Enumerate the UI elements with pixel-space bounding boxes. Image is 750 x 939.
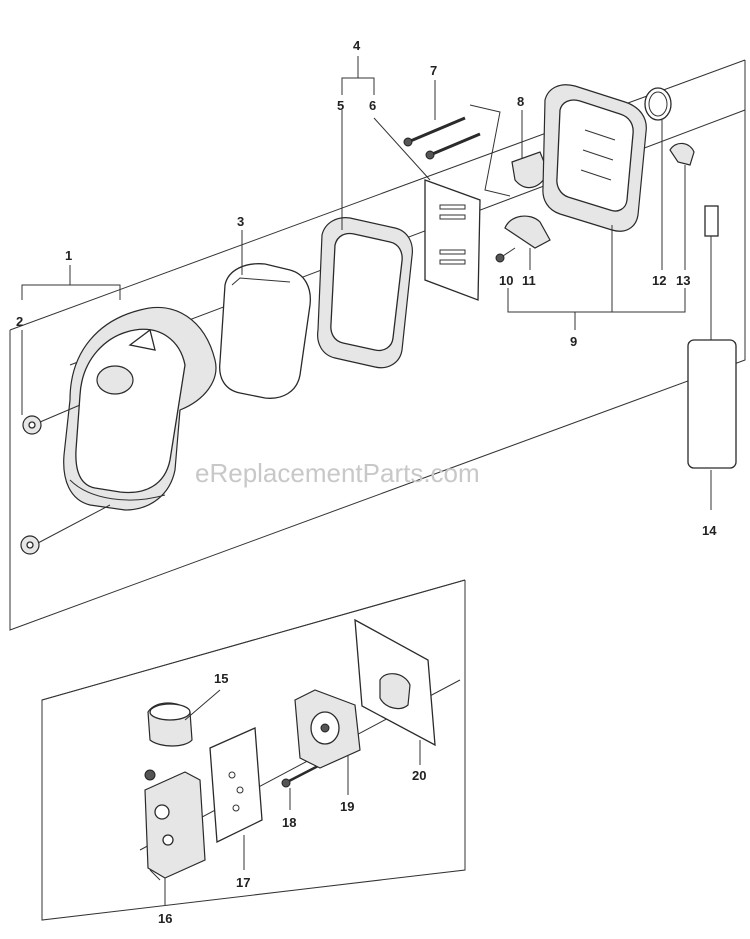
part-9-filter-housing[interactable] (542, 84, 647, 232)
part-17-gasket[interactable] (209, 727, 263, 844)
part-10-screw[interactable] (495, 247, 516, 263)
callout-13: 13 (676, 273, 690, 288)
callout-10: 10 (499, 273, 513, 288)
callout-labels: 1 2 3 4 5 6 7 8 9 10 11 12 13 14 15 16 1… (16, 38, 717, 926)
lower-assembly-frame (41, 579, 466, 921)
callout-17: 17 (236, 875, 250, 890)
part-2-knob-bottom[interactable] (20, 535, 40, 555)
callout-20: 20 (412, 768, 426, 783)
part-20-insulator-plate[interactable] (354, 618, 436, 747)
callout-12: 12 (652, 273, 666, 288)
callout-11: 11 (522, 273, 536, 288)
part-7-screw-upper[interactable] (403, 116, 466, 147)
part-16-carburetor[interactable] (144, 769, 206, 881)
part-19-intake-adapter[interactable] (294, 689, 361, 769)
part-7-screw-lower[interactable] (425, 132, 481, 160)
callout-2: 2 (16, 314, 23, 329)
part-2-knob-top[interactable] (22, 415, 42, 435)
part-6-filter-screen[interactable] (424, 179, 481, 301)
callout-7: 7 (430, 63, 437, 78)
callout-3: 3 (237, 214, 244, 229)
part-13-clip[interactable] (669, 142, 695, 166)
callout-8: 8 (517, 94, 524, 109)
part-1-filter-cover[interactable] (63, 306, 217, 511)
callout-19: 19 (340, 799, 354, 814)
part-11-clip[interactable] (504, 215, 551, 249)
callout-15: 15 (214, 671, 228, 686)
callout-5: 5 (337, 98, 344, 113)
part-15-cap[interactable] (147, 702, 193, 747)
callout-6: 6 (369, 98, 376, 113)
part-14-decal[interactable] (687, 205, 737, 510)
part-12-o-ring[interactable] (644, 87, 672, 121)
callout-4: 4 (353, 38, 361, 53)
callout-9: 9 (570, 334, 577, 349)
callout-14: 14 (702, 523, 717, 538)
leader-lines (21, 56, 686, 905)
callout-18: 18 (282, 815, 296, 830)
callout-16: 16 (158, 911, 172, 926)
part-5-filter-frame[interactable] (317, 217, 413, 369)
part-18-screw[interactable] (281, 763, 321, 788)
watermark-text: eReplacementParts.com (195, 458, 480, 488)
part-3-foam-filter[interactable] (219, 263, 311, 399)
callout-1: 1 (65, 248, 72, 263)
